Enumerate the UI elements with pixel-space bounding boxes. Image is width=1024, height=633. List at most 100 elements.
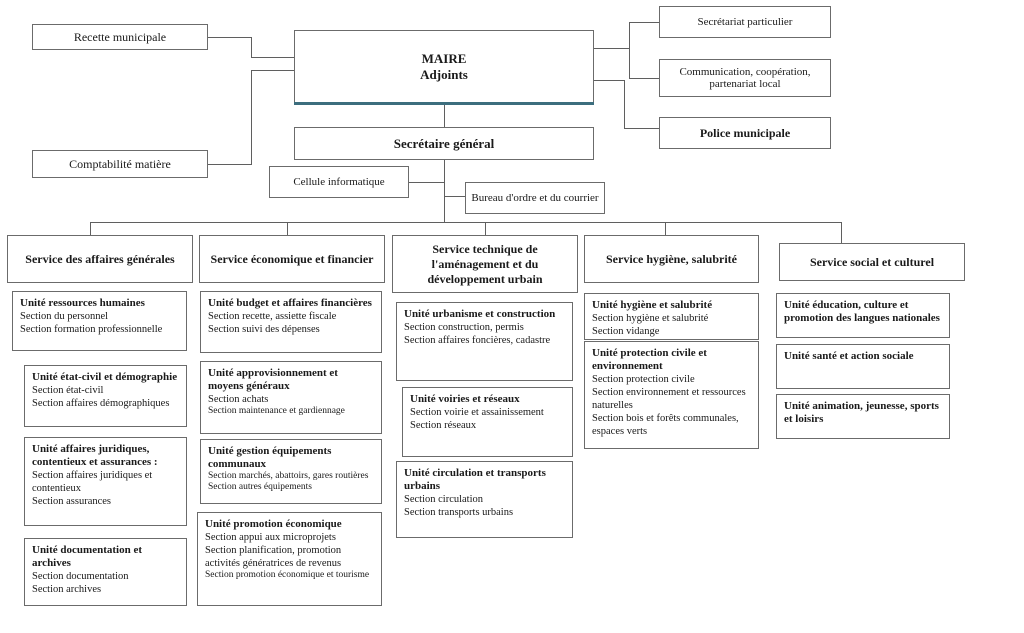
maire-title: MAIRE [421,51,467,67]
unit-title: Unité animation, jeunesse, sports et loi… [784,400,939,425]
unit-affaires-juridiques[interactable]: Unité affaires juridiques, contentieux e… [24,437,187,526]
unit-section: Section planification, promotion activit… [205,544,342,569]
box-police-municipale[interactable]: Police municipale [659,117,831,149]
maire-accent-bar [294,102,594,105]
unit-education-culture-langues[interactable]: Unité éducation, culture et promotion de… [776,293,950,338]
unit-animation-jeunesse-sports-loisirs[interactable]: Unité animation, jeunesse, sports et loi… [776,394,950,439]
connector-sg-trunk [444,160,445,223]
connector-maire-right-h [594,48,630,49]
unit-title: Unité ressources humaines [20,297,145,309]
connector-recette-h [208,37,252,38]
secretaire-general-label: Secrétaire général [393,135,495,151]
unit-section: Section construction, permis [404,321,524,333]
unit-voiries-reseaux[interactable]: Unité voiries et réseaux Section voirie … [402,387,573,457]
box-comptabilite-matiere[interactable]: Comptabilité matière [32,150,208,178]
cellule-informatique-label: Cellule informatique [293,176,385,188]
connector-police-h [624,128,660,129]
service-drop-4 [665,222,666,235]
unit-budget-affaires-financieres[interactable]: Unité budget et affaires financières Sec… [200,291,382,353]
connector-communication-h [629,78,660,79]
connector-cellule-h [409,182,445,183]
unit-approvisionnement-moyens-generaux[interactable]: Unité approvisionnement et moyens généra… [200,361,382,434]
connector-maire-sg [444,103,445,127]
unit-section: Section hygiène et salubrité [592,312,709,324]
unit-section: Section du personnel [20,310,109,322]
service-header-hygiene-salubrite[interactable]: Service hygiène, salubrité [584,235,759,283]
connector-secretariat-h [629,22,660,23]
unit-section: Section achats [208,393,269,405]
service-header-label: Service social et culturel [809,254,935,269]
secretariat-particulier-label: Secrétariat particulier [697,16,793,28]
unit-section: Section promotion économique et tourisme [205,569,370,580]
unit-title: Unité promotion économique [205,518,342,530]
unit-section: Section bois et forêts communales, espac… [592,412,739,437]
unit-section: Section suivi des dépenses [208,323,320,335]
unit-section: Section documentation [32,570,129,582]
maire-subtitle: Adjoints [420,66,468,82]
unit-section: Section vidange [592,325,660,337]
police-municipale-label: Police municipale [699,125,791,140]
service-header-label: Service technique de l'aménagement et du… [427,241,543,286]
connector-recette-h2 [251,57,295,58]
box-secretaire-general[interactable]: Secrétaire général [294,127,594,160]
box-communication[interactable]: Communication, coopération, partenariat … [659,59,831,97]
service-header-technique-amenagement[interactable]: Service technique de l'aménagement et du… [392,235,578,293]
communication-label: Communication, coopération, partenariat … [679,66,811,90]
box-bureau-ordre-courrier[interactable]: Bureau d'ordre et du courrier [465,182,605,214]
unit-title: Unité circulation et transports urbains [404,467,546,492]
unit-section: Section affaires démographiques [32,397,170,409]
unit-title: Unité éducation, culture et promotion de… [784,299,940,324]
unit-title: Unité état-civil et démographie [32,371,178,383]
box-recette-municipale[interactable]: Recette municipale [32,24,208,50]
connector-police-v [624,80,625,128]
unit-section: Section recette, assiette fiscale [208,310,337,322]
service-bus [90,222,842,223]
service-header-affaires-generales[interactable]: Service des affaires générales [7,235,193,283]
connector-left-trunk-h [251,70,295,71]
unit-title: Unité approvisionnement et moyens généra… [208,367,338,392]
service-drop-5 [841,222,842,244]
unit-section: Section maintenance et gardiennage [208,405,345,416]
unit-section: Section environnement et ressources natu… [592,386,746,411]
connector-left-trunk [251,70,252,165]
service-header-label: Service économique et financier [210,251,374,266]
unit-gestion-equipements-communaux[interactable]: Unité gestion équipements communaux Sect… [200,439,382,504]
unit-title: Unité budget et affaires financières [208,297,372,309]
connector-maire-right-h2 [594,80,625,81]
unit-urbanisme-construction[interactable]: Unité urbanisme et construction Section … [396,302,573,381]
unit-title: Unité gestion équipements communaux [208,445,332,470]
recette-municipale-label: Recette municipale [73,29,167,44]
box-secretariat-particulier[interactable]: Secrétariat particulier [659,6,831,38]
unit-promotion-economique[interactable]: Unité promotion économique Section appui… [197,512,382,606]
unit-title: Unité protection civile et environnement [592,347,707,372]
service-header-economique-financier[interactable]: Service économique et financier [199,235,385,283]
unit-section: Section état-civil [32,384,104,396]
unit-section: Section archives [32,583,102,595]
unit-hygiene-salubrite[interactable]: Unité hygiène et salubrité Section hygiè… [584,293,759,340]
unit-title: Unité affaires juridiques, contentieux e… [32,443,158,468]
unit-title: Unité documentation et archives [32,544,142,569]
service-header-social-culturel[interactable]: Service social et culturel [779,243,965,281]
unit-section: Section circulation [404,493,484,505]
connector-recette-v [251,37,252,57]
connector-right-trunk [629,22,630,78]
connector-comptabilite-h [208,164,252,165]
service-drop-3 [485,222,486,235]
unit-section: Section appui aux microprojets [205,531,336,543]
unit-circulation-transports-urbains[interactable]: Unité circulation et transports urbains … [396,461,573,538]
unit-title: Unité voiries et réseaux [410,393,520,405]
unit-section: Section voirie et assainissement [410,406,544,418]
bureau-ordre-courrier-label: Bureau d'ordre et du courrier [471,192,599,204]
unit-ressources-humaines[interactable]: Unité ressources humaines Section du per… [12,291,187,351]
box-cellule-informatique[interactable]: Cellule informatique [269,166,409,198]
unit-section: Section affaires juridiques et contentie… [32,469,153,494]
unit-protection-civile-environnement[interactable]: Unité protection civile et environnement… [584,341,759,449]
unit-section: Section assurances [32,495,112,507]
unit-documentation-archives[interactable]: Unité documentation et archives Section … [24,538,187,606]
unit-sante-action-sociale[interactable]: Unité santé et action sociale [776,344,950,389]
box-maire[interactable]: MAIRE Adjoints [294,30,594,103]
service-drop-2 [287,222,288,235]
unit-etat-civil-demographie[interactable]: Unité état-civil et démographie Section … [24,365,187,427]
unit-title: Unité santé et action sociale [784,350,914,362]
